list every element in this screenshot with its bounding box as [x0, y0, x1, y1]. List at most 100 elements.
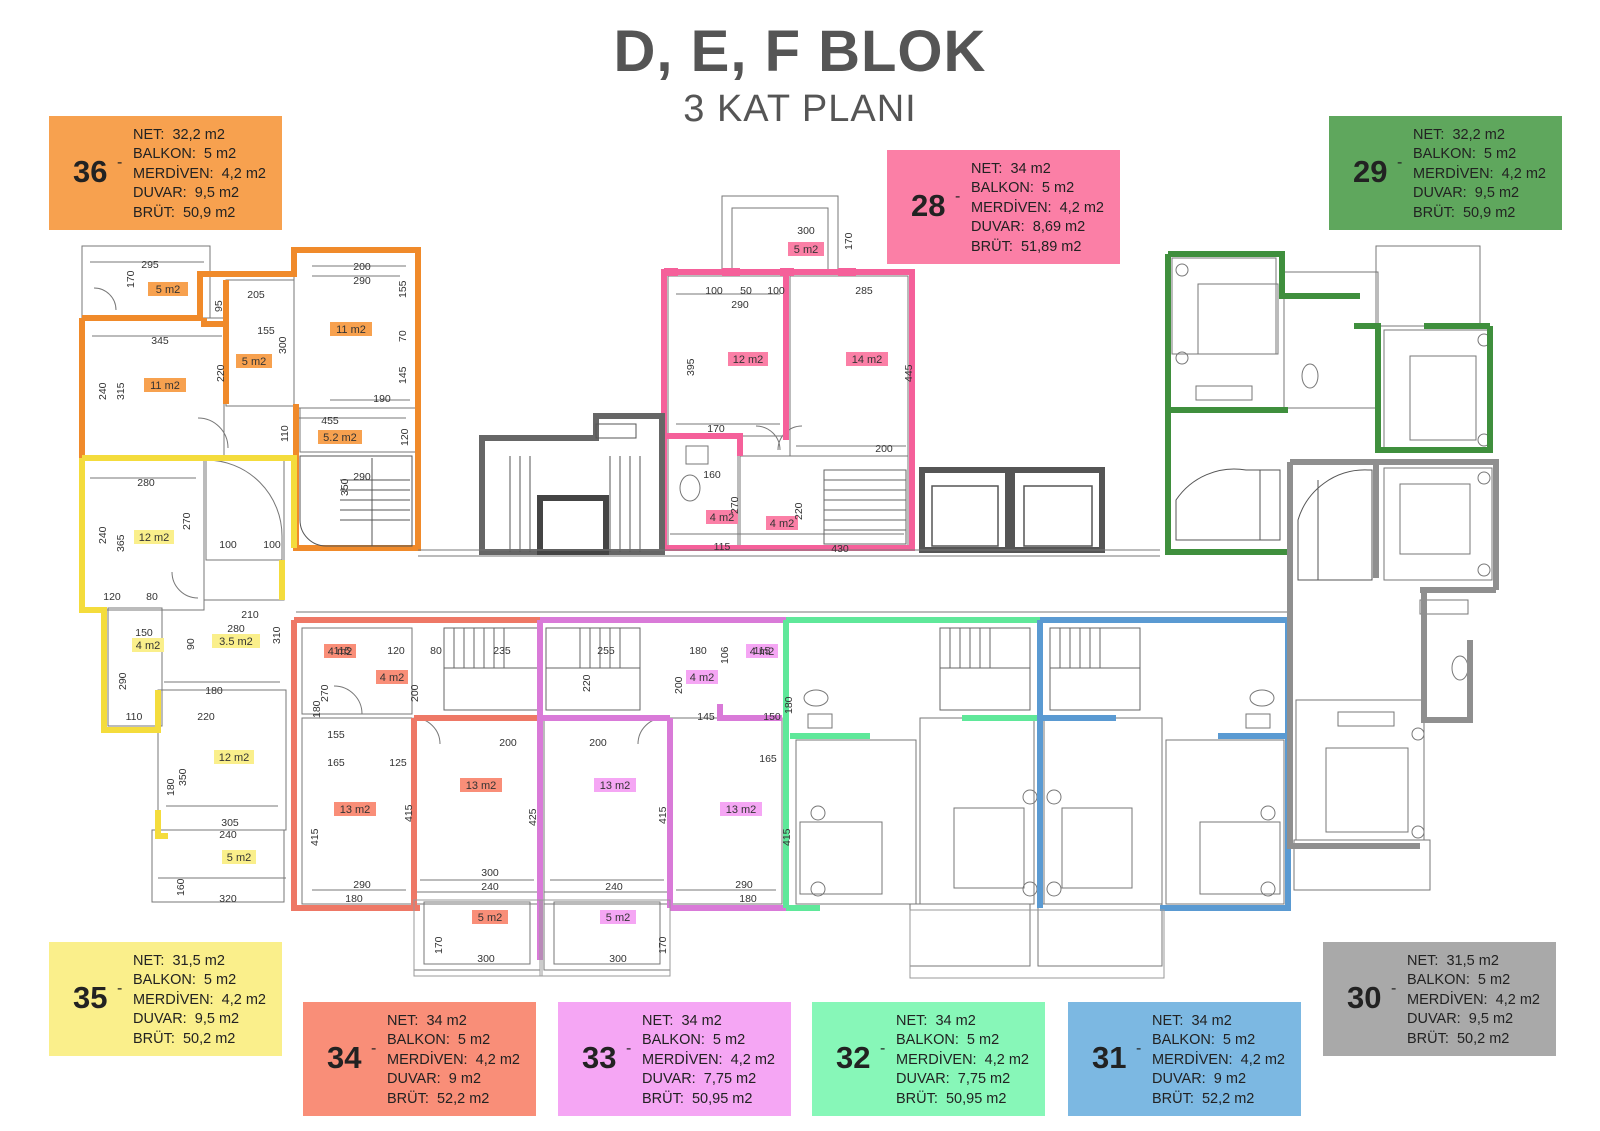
- unit-dash: -: [880, 1040, 886, 1057]
- dimension: 240: [605, 881, 623, 893]
- dimension: 290: [353, 471, 371, 483]
- merdiven-value: 4,2 m2: [1501, 165, 1546, 182]
- core-elevators: [919, 467, 1105, 553]
- unit-number: 32: [836, 1040, 871, 1075]
- dimension: 350: [177, 768, 189, 786]
- balkon-value: 5 m2: [1222, 1032, 1256, 1049]
- dimension: 115: [754, 645, 771, 657]
- dimension: 90: [185, 638, 197, 650]
- dimension: 170: [707, 423, 725, 435]
- area-label: 14 m2: [852, 354, 883, 366]
- net-value: 32,2 m2: [1452, 127, 1505, 143]
- duvar-label: DUVAR:: [1407, 1011, 1461, 1028]
- dimension: 70: [397, 330, 409, 342]
- net-value: 34 m2: [1010, 161, 1051, 177]
- dimension: 80: [146, 591, 158, 603]
- dimension: 320: [219, 893, 237, 905]
- dimension: 160: [703, 469, 721, 481]
- net-label: NET:: [896, 1013, 928, 1029]
- merdiven-label: MERDİVEN:: [1152, 1051, 1233, 1068]
- area-label: 5 m2: [156, 284, 180, 296]
- area-label: 4 m2: [750, 646, 774, 658]
- dimension: 220: [581, 674, 593, 692]
- area-label: 5.2 m2: [323, 432, 357, 444]
- net-label: NET:: [387, 1013, 419, 1029]
- unit-number: 36: [73, 154, 108, 189]
- unit-dash: -: [117, 980, 123, 997]
- balkon-value: 5 m2: [457, 1032, 491, 1049]
- unit-31-plan: [1037, 689, 1285, 967]
- net-value: 34 m2: [935, 1013, 976, 1029]
- unit-stats: NET: 34 m2 BALKON: 5 m2 MERDİVEN: 4,2 m2…: [896, 1012, 1029, 1109]
- merdiven-value: 4,2 m2: [221, 991, 266, 1008]
- duvar-label: DUVAR:: [1413, 185, 1467, 202]
- balkon-value: 5 m2: [1041, 180, 1075, 197]
- page-subtitle: 3 KAT PLANI: [683, 88, 917, 130]
- dimension: 270: [181, 512, 193, 530]
- unit-29-plan: [1171, 245, 1491, 451]
- unit-stats: NET: 34 m2 BALKON: 5 m2 MERDİVEN: 4,2 m2…: [1152, 1012, 1285, 1109]
- dimension: 165: [759, 753, 777, 765]
- dimension: 220: [197, 711, 215, 723]
- duvar-label: DUVAR:: [387, 1071, 441, 1088]
- dimension: 155: [397, 280, 409, 298]
- dimension: 205: [247, 289, 265, 301]
- dimension: 180: [689, 645, 707, 657]
- area-label: 11 m2: [150, 380, 180, 392]
- dimension: 180: [311, 700, 323, 718]
- area-label: 13 m2: [466, 780, 497, 792]
- corridor: [296, 549, 1288, 619]
- unit-36-walls: [79, 247, 421, 551]
- unit-33-plan: [543, 717, 783, 971]
- unit-number: 33: [582, 1040, 617, 1075]
- balkon-value: 5 m2: [1477, 972, 1511, 989]
- dimension: 95: [213, 300, 225, 312]
- dimension: 290: [731, 299, 749, 311]
- area-label: 12 m2: [219, 752, 250, 764]
- balconies: [413, 899, 1165, 979]
- duvar-value: 9,5 m2: [194, 1011, 240, 1028]
- brut-value: 52,2 m2: [1201, 1090, 1255, 1107]
- unit-dash: -: [371, 1040, 377, 1057]
- dimension: 80: [430, 645, 442, 657]
- dimension: 125: [389, 757, 407, 769]
- unit-stats: NET: 34 m2 BALKON: 5 m2 MERDİVEN: 4,2 m2…: [971, 160, 1104, 257]
- unit-number: 34: [327, 1040, 362, 1075]
- dimension: 240: [481, 881, 499, 893]
- brut-value: 50,95 m2: [691, 1090, 753, 1107]
- brut-label: BRÜT:: [896, 1090, 938, 1107]
- duvar-value: 9,5 m2: [194, 185, 240, 202]
- balkon-label: BALKON:: [133, 972, 196, 989]
- unit-number: 30: [1347, 980, 1382, 1015]
- duvar-label: DUVAR:: [1152, 1071, 1206, 1088]
- net-label: NET:: [133, 953, 165, 969]
- merdiven-value: 4,2 m2: [984, 1051, 1029, 1068]
- unit-stats: NET: 31,5 m2 BALKON: 5 m2 MERDİVEN: 4,2 …: [1407, 952, 1540, 1049]
- duvar-label: DUVAR:: [133, 185, 187, 202]
- unit-card-28: 28 - NET: 34 m2 BALKON: 5 m2 MERDİVEN: 4…: [887, 150, 1120, 264]
- unit-33-stair: [545, 627, 641, 711]
- balkon-value: 5 m2: [203, 146, 237, 163]
- unit-30-walls: [1287, 459, 1499, 849]
- area-label: 5 m2: [478, 912, 502, 924]
- dimension: 180: [345, 893, 363, 905]
- dimension: 255: [597, 645, 615, 657]
- unit-dash: -: [1391, 980, 1397, 997]
- area-label: 4 m2: [710, 512, 734, 524]
- brut-value: 50,9 m2: [182, 204, 236, 221]
- dimension: 120: [103, 591, 121, 603]
- merdiven-label: MERDİVEN:: [1413, 165, 1494, 182]
- net-value: 34 m2: [426, 1013, 467, 1029]
- balkon-value: 5 m2: [203, 972, 237, 989]
- brut-label: BRÜT:: [642, 1090, 684, 1107]
- dimension: 240: [97, 526, 109, 544]
- dimension: 300: [609, 953, 627, 965]
- area-label: 4 m2: [136, 640, 160, 652]
- dimension: 115: [714, 541, 731, 553]
- unit-31-walls: [1037, 617, 1291, 911]
- dimension: 290: [353, 275, 371, 287]
- dimension: 345: [151, 335, 169, 347]
- brut-value: 50,9 m2: [1462, 204, 1516, 221]
- dimension: 165: [327, 757, 345, 769]
- dimension: 280: [137, 477, 155, 489]
